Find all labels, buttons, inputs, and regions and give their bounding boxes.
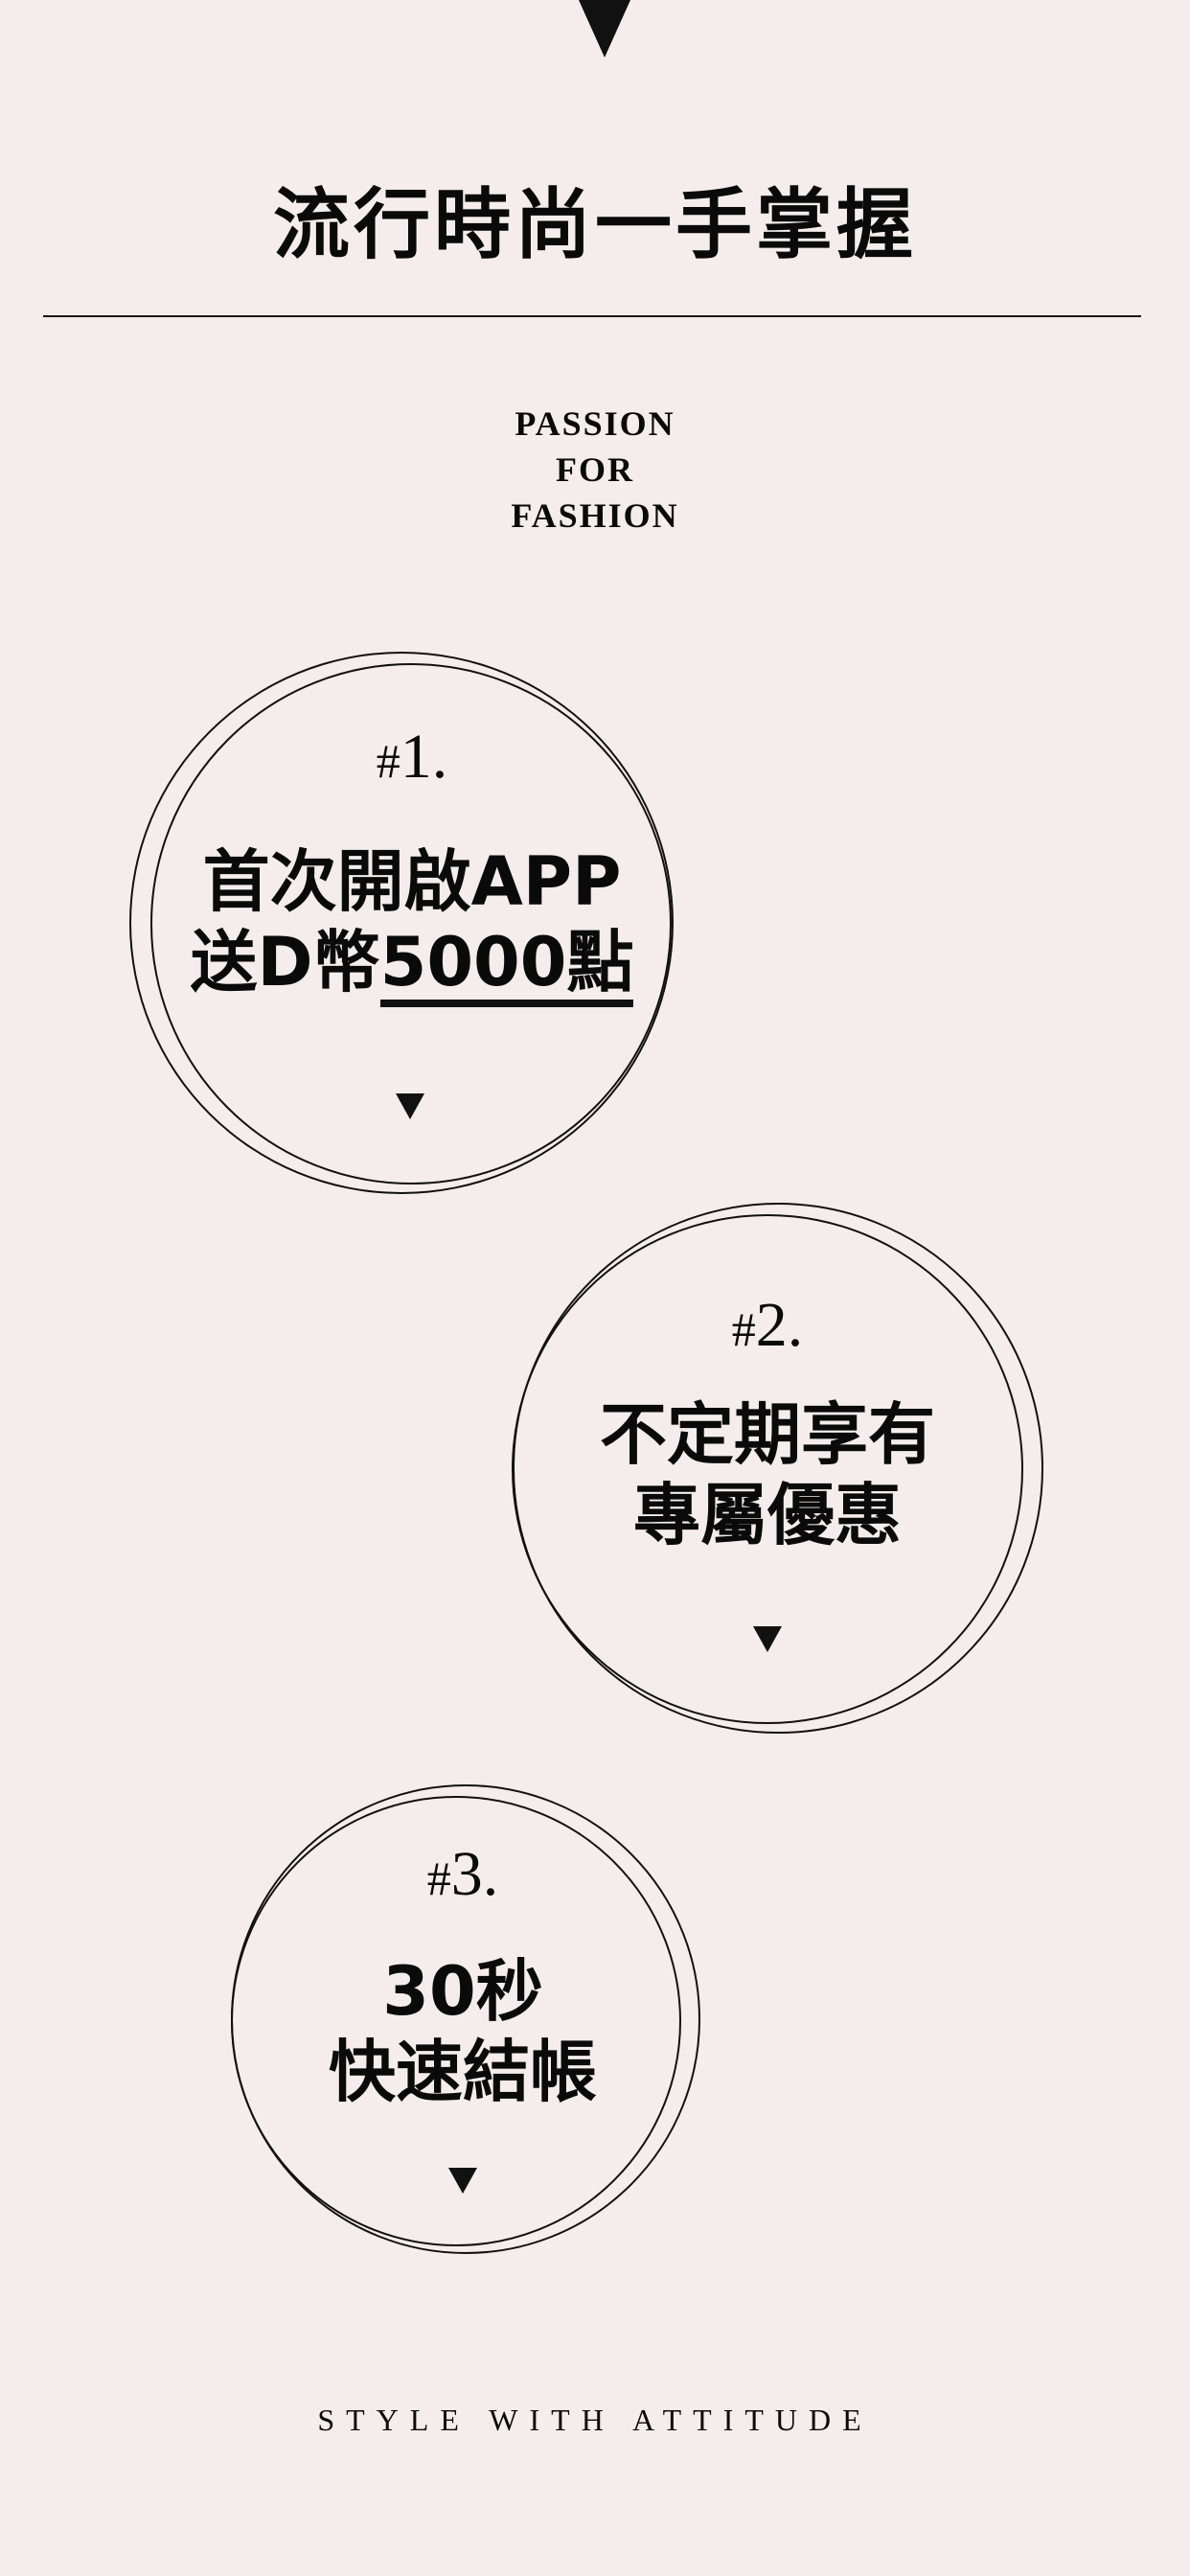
feature-card-3: #3. 30秒 快速結帳 bbox=[231, 1784, 704, 2258]
feature-line-2-prefix: 送D幣 bbox=[190, 923, 380, 1001]
feature-number: #3. bbox=[426, 1839, 499, 1909]
inner-ring bbox=[150, 663, 672, 1184]
feature-number: #2. bbox=[731, 1290, 804, 1360]
tagline-line-1: PASSION bbox=[515, 404, 675, 443]
feature-line-1: 30秒 bbox=[382, 1952, 543, 2031]
tagline-line-2: FOR bbox=[556, 450, 634, 489]
feature-number: #1. bbox=[376, 722, 448, 792]
feature-line-1: 不定期享有 bbox=[600, 1395, 935, 1474]
feature-headline: 不定期享有 專屬優惠 bbox=[511, 1394, 1024, 1555]
feature-card-2: #2. 不定期享有 專屬優惠 bbox=[511, 1201, 1047, 1737]
title-divider bbox=[43, 315, 1141, 317]
feature-line-2: 快速結帳 bbox=[329, 2033, 597, 2111]
page-title: 流行時尚一手掌握 bbox=[273, 180, 917, 269]
outer-ring bbox=[129, 652, 674, 1194]
tagline-line-3: FASHION bbox=[511, 496, 679, 535]
feature-line-1: 首次開啟APP bbox=[202, 842, 622, 921]
triangle-down-icon bbox=[396, 1093, 424, 1119]
triangle-down-icon bbox=[448, 2168, 477, 2194]
triangle-down-icon bbox=[753, 1626, 782, 1652]
feature-headline: 30秒 快速結帳 bbox=[231, 1951, 695, 2112]
feature-line-2: 專屬優惠 bbox=[633, 1476, 902, 1554]
top-triangle-icon bbox=[579, 0, 630, 58]
feature-headline: 首次開啟APP 送D幣5000點 bbox=[129, 841, 695, 1007]
inner-ring bbox=[231, 1796, 681, 2246]
tagline: PASSION FOR FASHION bbox=[0, 401, 1190, 539]
feature-line-2-highlight: 5000點 bbox=[379, 925, 634, 1007]
feature-line-2: 送D幣5000點 bbox=[129, 922, 695, 1007]
inner-ring bbox=[512, 1214, 1023, 1724]
feature-card-1: #1. 首次開啟APP 送D幣5000點 bbox=[129, 652, 675, 1198]
footer-slogan: STYLE WITH ATTITUDE bbox=[317, 2403, 873, 2437]
